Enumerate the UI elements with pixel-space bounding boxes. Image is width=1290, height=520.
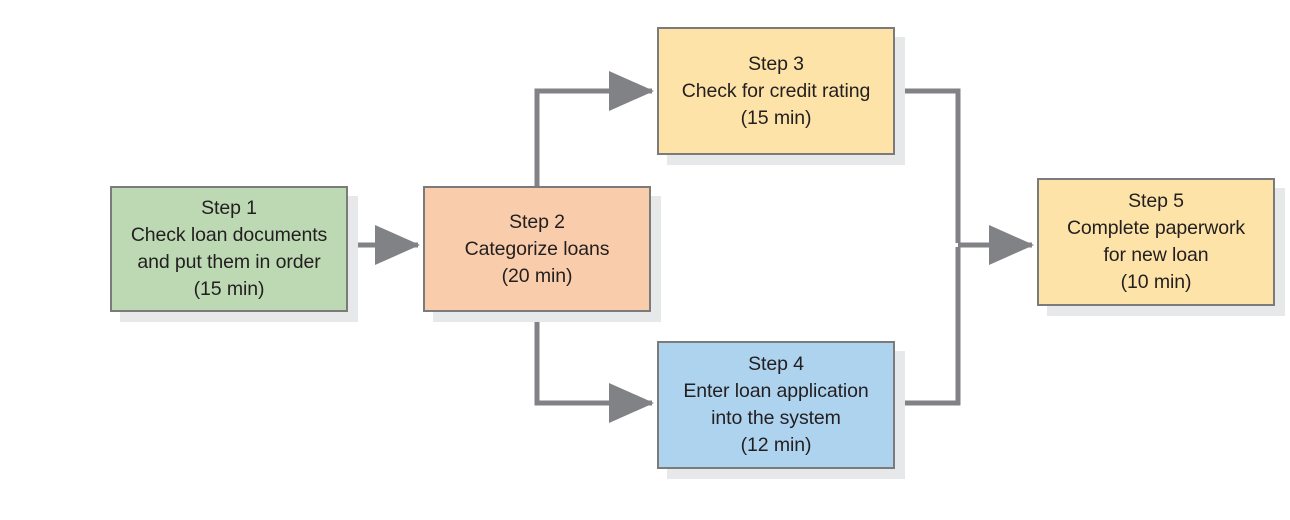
connector-step2-to-step4 [534, 312, 654, 423]
step-2-text: Step 2 Categorize loans (20 min) [425, 209, 649, 290]
process-node-step-4[interactable]: Step 4 Enter loan application into the s… [657, 341, 895, 469]
step-1-duration: (15 min) [193, 278, 265, 300]
step-2-line-2: Categorize loans [464, 237, 610, 260]
step-1-text: Step 1 Check loan documents and put them… [112, 195, 346, 303]
step-1-line-3: and put them in order [137, 251, 321, 273]
step-4-text: Step 4 Enter loan application into the s… [659, 351, 893, 459]
step-5-text: Step 5 Complete paperwork for new loan (… [1039, 188, 1273, 296]
step-5-line-2: Complete paperwork [1066, 217, 1246, 239]
connector-step3-to-step5 [895, 88, 961, 243]
process-node-step-1[interactable]: Step 1 Check loan documents and put them… [110, 186, 348, 312]
step-2-duration: (20 min) [501, 264, 573, 287]
connector-step4-to-step5 [895, 247, 961, 406]
process-node-step-2[interactable]: Step 2 Categorize loans (20 min) [423, 186, 651, 312]
step-1-line-2: Check loan documents [130, 224, 328, 246]
step-4-line-1: Step 4 [748, 353, 804, 375]
step-4-line-2: Enter loan application [683, 380, 869, 402]
step-4-line-3: into the system [711, 407, 841, 429]
process-node-step-5[interactable]: Step 5 Complete paperwork for new loan (… [1037, 178, 1275, 306]
step-4-duration: (12 min) [740, 434, 812, 456]
step-3-text: Step 3 Check for credit rating (15 min) [659, 51, 893, 132]
step-3-line-2: Check for credit rating [681, 79, 871, 102]
process-node-step-3[interactable]: Step 3 Check for credit rating (15 min) [657, 27, 895, 155]
connector-step2-to-step3 [534, 71, 654, 186]
step-5-line-1: Step 5 [1128, 190, 1184, 212]
step-5-line-3: for new loan [1103, 244, 1209, 266]
step-3-duration: (15 min) [740, 106, 812, 129]
step-2-line-1: Step 2 [509, 210, 565, 233]
step-5-duration: (10 min) [1120, 271, 1192, 293]
step-3-line-1: Step 3 [748, 52, 804, 75]
step-1-line-1: Step 1 [201, 197, 257, 219]
